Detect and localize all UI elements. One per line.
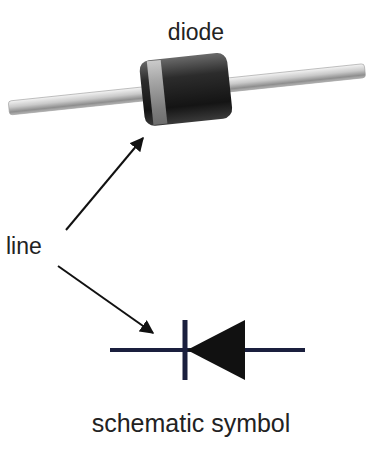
symbol-triangle — [187, 320, 245, 380]
diode-symbol — [110, 320, 305, 380]
caption-label: schematic symbol — [92, 410, 291, 438]
diode-lead — [8, 86, 149, 115]
callout-label: line — [6, 234, 42, 259]
diode-lead — [225, 64, 366, 93]
cathode-band — [147, 60, 168, 125]
part-label: diode — [168, 20, 224, 45]
diode-photo — [5, 38, 368, 141]
diode-body — [139, 52, 233, 127]
leader-arrow — [58, 266, 153, 333]
leader-arrow — [66, 138, 143, 230]
symbol-bar — [183, 320, 188, 380]
